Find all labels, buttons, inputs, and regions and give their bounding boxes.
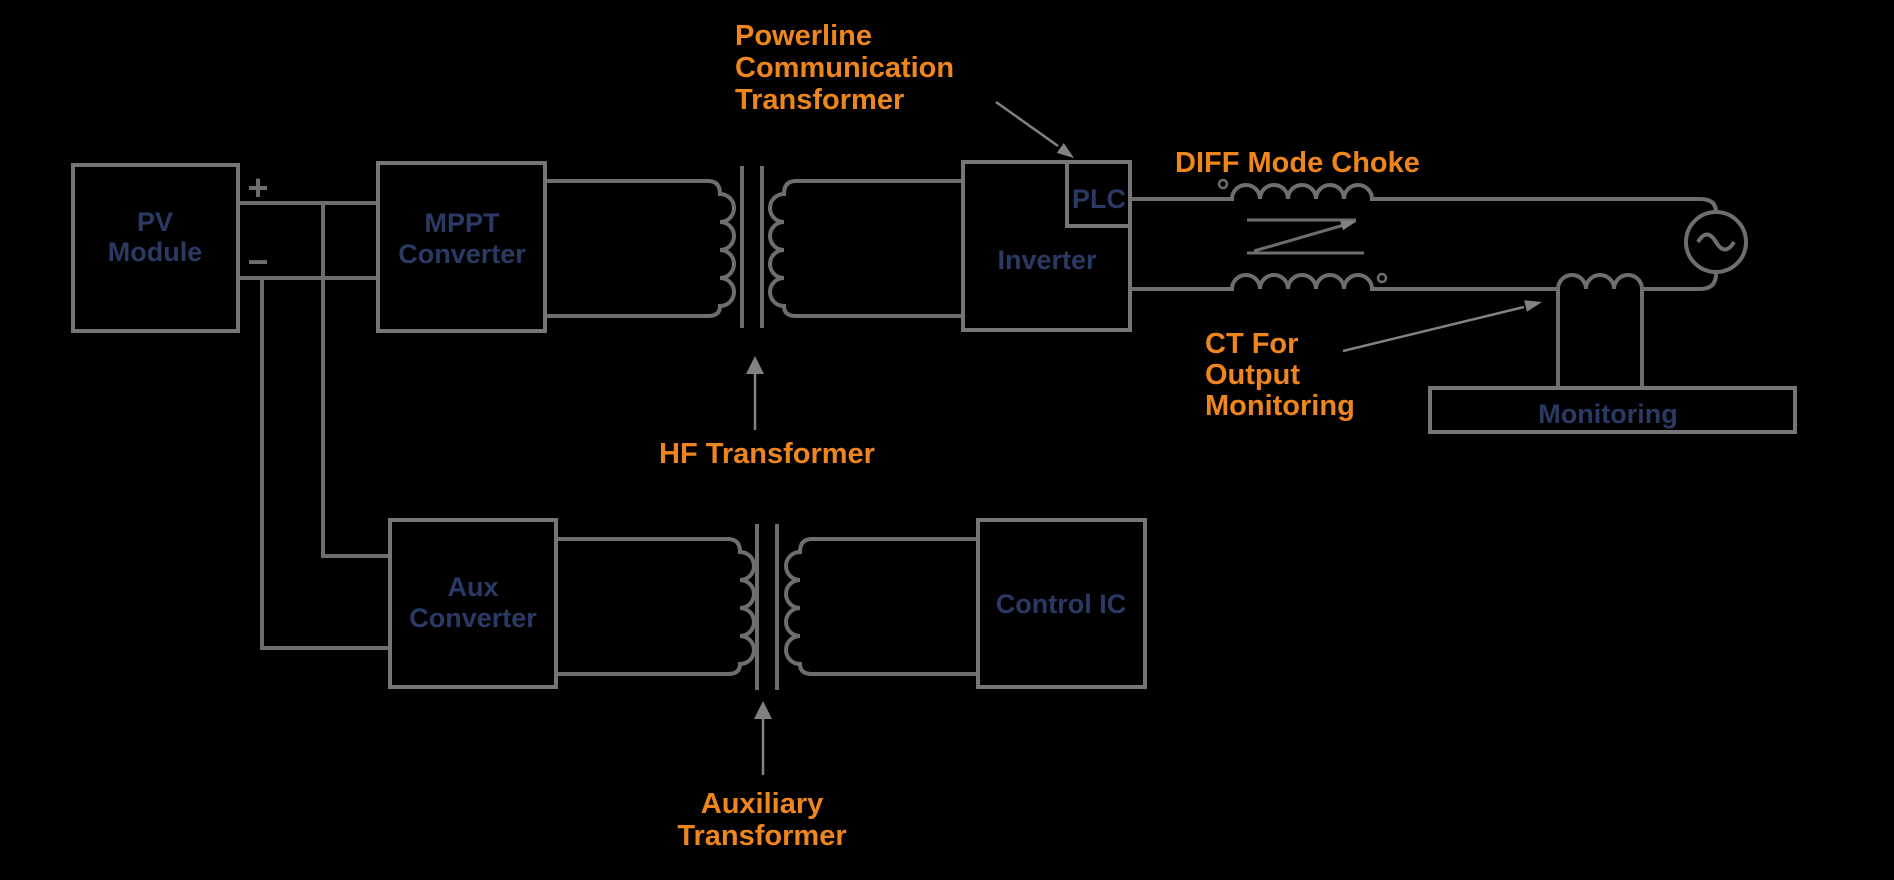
- plc-box: [1065, 160, 1132, 228]
- choke-polarity-dot-top: [1217, 178, 1229, 190]
- pv-module-label-line1: PV: [137, 207, 173, 237]
- ct-arrow-head: [1524, 300, 1542, 312]
- powerline-transformer-arrow-head: [1056, 143, 1074, 158]
- mppt-converter-label-line2: Converter: [398, 239, 526, 269]
- monitoring-label: Monitoring: [1538, 399, 1677, 429]
- wire-output-line-top-with-choke: [1130, 183, 1718, 213]
- mppt-converter-box: [376, 161, 547, 333]
- aux-converter-label-line2: Converter: [409, 603, 537, 633]
- wire-plus-branch-to-aux: [321, 203, 390, 558]
- powerline-transformer-label-line1: Powerline: [735, 20, 872, 52]
- wire-minus-branch-to-aux: [260, 278, 390, 650]
- auxiliary-transformer-label-line2: Transformer: [677, 820, 846, 852]
- ct-output-monitoring-label-line3: Monitoring: [1205, 390, 1355, 422]
- aux-transformer-secondary-coil: [784, 537, 978, 676]
- powerline-transformer-label-line3: Transformer: [735, 84, 904, 116]
- hf-transformer-primary-coil: [545, 179, 736, 318]
- sine-wave-icon: [1696, 232, 1736, 252]
- auxiliary-transformer-label-line1: Auxiliary: [701, 788, 824, 820]
- monitoring-box: [1428, 386, 1797, 434]
- ct-output-monitoring-label-line2: Output: [1205, 359, 1300, 391]
- choke-core-diagonal: [1253, 223, 1345, 253]
- powerline-transformer-arrow-line: [995, 100, 1059, 148]
- powerline-transformer-label-line2: Communication: [735, 52, 954, 84]
- hf-transformer-label: HF Transformer: [659, 438, 875, 470]
- aux-converter-label-line1: Aux: [447, 572, 498, 602]
- diff-mode-choke-label: DIFF Mode Choke: [1175, 147, 1420, 179]
- pv-module-label-line2: Module: [108, 237, 203, 267]
- control-ic-label: Control IC: [996, 589, 1126, 619]
- aux-transformer-arrow-head: [754, 701, 772, 719]
- ct-output-monitoring-label-line1: CT For: [1205, 328, 1298, 360]
- aux-converter-box: [388, 518, 558, 689]
- choke-polarity-dot-bottom: [1376, 272, 1388, 284]
- inverter-box: [961, 160, 1132, 332]
- ct-arrow-line: [1342, 305, 1525, 353]
- pv-module-box: [71, 163, 240, 333]
- mppt-converter-label-line1: MPPT: [424, 208, 500, 238]
- control-ic-box: [976, 518, 1147, 689]
- hf-transformer-secondary-coil: [768, 179, 963, 318]
- inverter-label: Inverter: [997, 245, 1097, 275]
- plc-label: PLC: [1072, 184, 1126, 214]
- pv-positive-symbol: +: [247, 167, 268, 208]
- wire-output-line-bottom-with-choke-and-ct: [1130, 273, 1718, 291]
- aux-transformer-primary-coil: [556, 537, 756, 676]
- hf-transformer-arrow-head: [746, 356, 764, 374]
- pv-negative-symbol: −: [247, 241, 268, 282]
- choke-core-diagonal-tip: [1340, 220, 1357, 231]
- ac-source-circle: [1684, 210, 1748, 274]
